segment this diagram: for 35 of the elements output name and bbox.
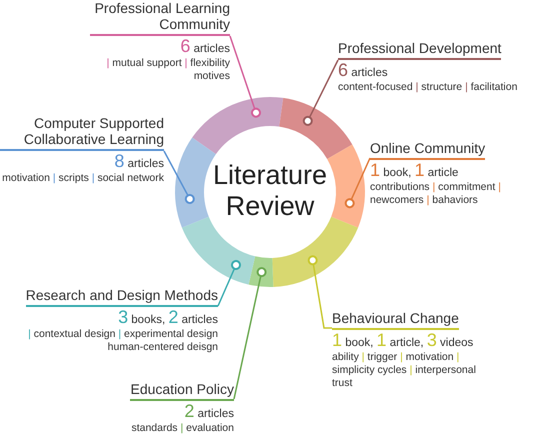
topic-heading: Behavioural Change (332, 310, 459, 330)
keyword-list: ability | trigger | motivation | simplicity cycles | interpersonal trust (332, 351, 492, 390)
source-count: 1 book, 1 article, 3 videos (332, 332, 474, 351)
source-count: 2 articles (183, 403, 234, 422)
center-title: Literature Review (205, 160, 335, 222)
leader-line (302, 60, 339, 126)
source-count: 6 articles (338, 62, 389, 81)
keyword-list: | contextual design | experimental design human-centered deisgn (20, 328, 218, 354)
keyword-list: motivation | scripts | social network (0, 172, 164, 185)
ring-segment (192, 97, 284, 154)
source-count: 3 books, 2 articles (117, 309, 218, 328)
leader-line (308, 255, 332, 329)
source-count: 8 articles (113, 153, 164, 172)
leader-line (217, 260, 241, 306)
topic-heading: Research and Design Methods (26, 287, 218, 307)
topic-heading: Computer Supported Collaborative Learning (0, 115, 164, 151)
leader-line (233, 267, 267, 400)
keyword-list: | mutual support | flexibility motives (90, 57, 230, 83)
source-count: 6 articles (179, 38, 230, 57)
ring-segment (327, 144, 365, 228)
ring-segment (279, 98, 352, 159)
keyword-list: content-focused | structure | facilitation (338, 81, 538, 94)
leader-line (163, 150, 195, 204)
topic-heading: Education Policy (130, 381, 234, 401)
keyword-list: standards | evaluation (110, 422, 234, 435)
topic-heading: Professional Development (338, 40, 502, 60)
ring-segment (272, 216, 358, 287)
ring-segment (175, 138, 216, 228)
source-count: 1 book, 1 article (370, 162, 460, 181)
leader-line (344, 158, 371, 208)
ring-segment (182, 216, 256, 285)
topic-heading: Online Community (370, 140, 486, 160)
topic-heading: Professional Learning Community (90, 0, 230, 36)
keyword-list: contributions | commitment | newcomers | bahaviors (370, 181, 535, 207)
leader-line (229, 36, 261, 118)
